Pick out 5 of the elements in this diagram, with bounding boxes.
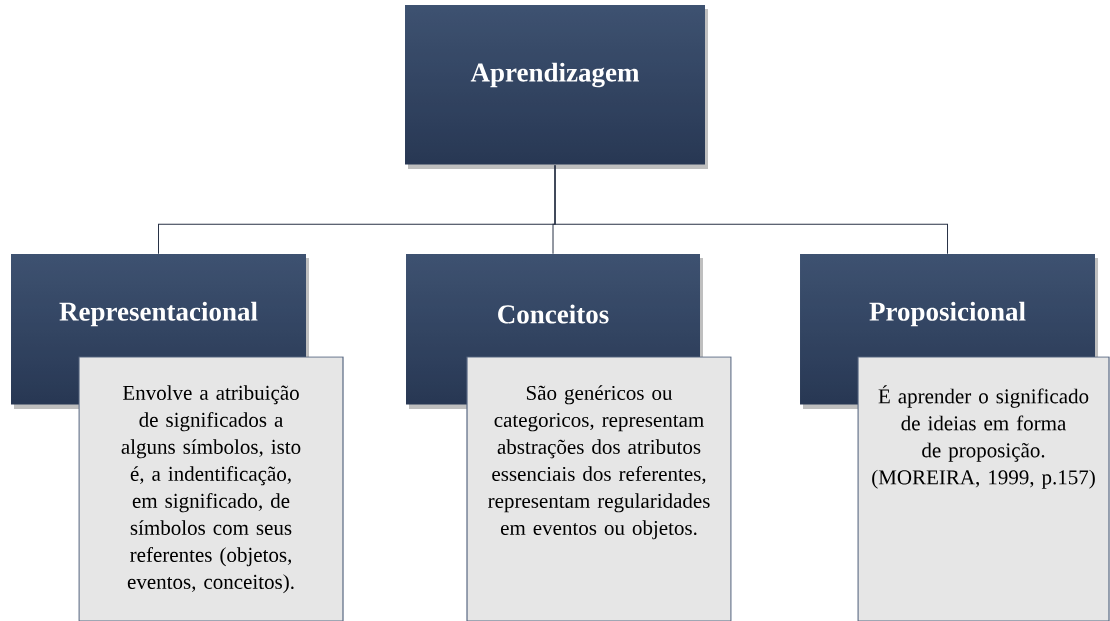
- connector-line: [554, 164, 948, 255]
- description-box: É aprender o significado de ideias em forma de proposição. (MOREIRA, 1999, p.157): [857, 356, 1110, 621]
- title-box: Aprendizagem: [405, 5, 708, 169]
- description-box: Envolve a atribuição de significados a alguns símbolos, isto é, a indentificação, em significado, de símbolos com seus referentes (objetos, eventos, conceitos).: [78, 356, 344, 621]
- description-box: São genéricos ou categoricos, representam abstrações dos atributos essenciais dos referentes, representam regularidades em eventos ou objetos.: [466, 356, 732, 621]
